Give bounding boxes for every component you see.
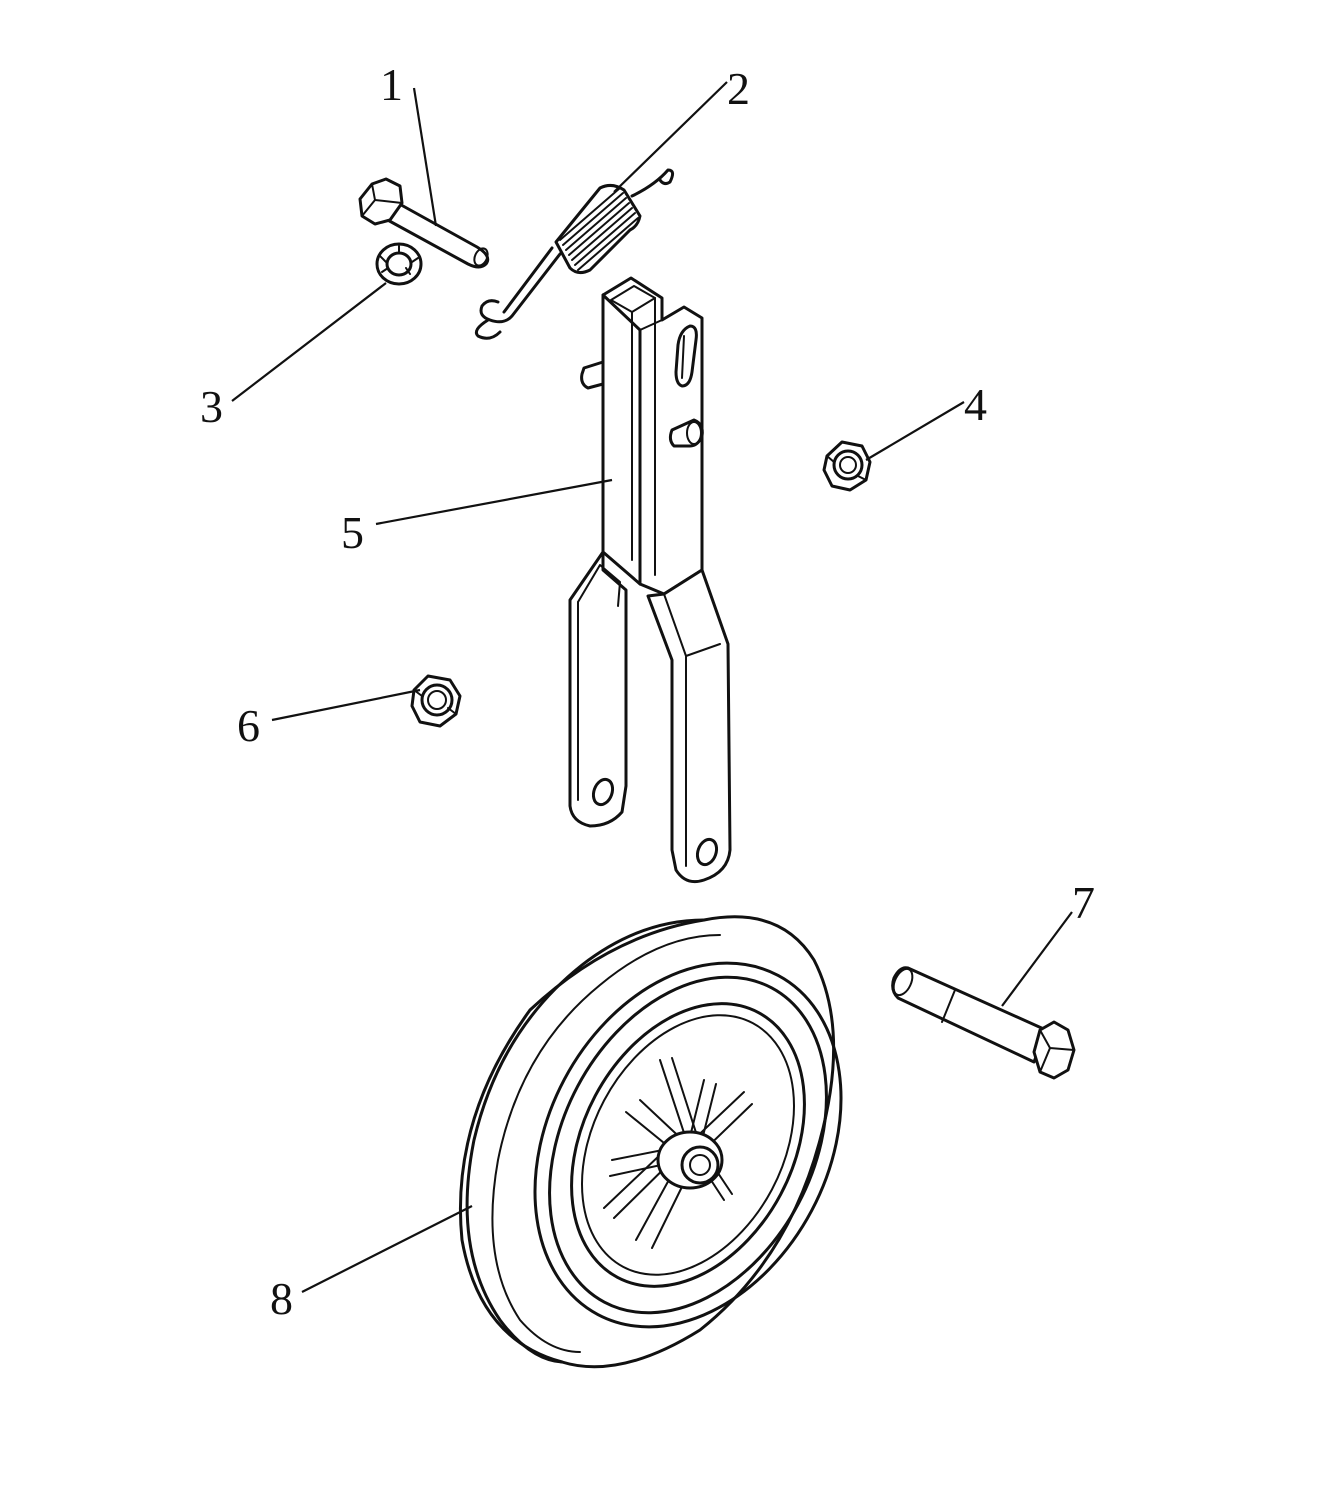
part-8-wheel xyxy=(458,915,843,1369)
callout-4: 4 xyxy=(964,379,987,430)
part-7-bolt xyxy=(891,966,1076,1080)
leader-7 xyxy=(1001,911,1073,1007)
leader-8 xyxy=(301,1205,473,1293)
callout-3: 3 xyxy=(200,381,223,432)
callout-7: 7 xyxy=(1072,877,1095,928)
part-5-fork-bracket xyxy=(568,276,732,884)
leader-lines xyxy=(231,81,1073,1293)
leader-3 xyxy=(231,282,387,402)
part-3-washer xyxy=(375,242,423,286)
leader-1 xyxy=(412,87,438,227)
callout-8: 8 xyxy=(270,1273,293,1324)
part-1-bolt xyxy=(358,177,490,269)
callout-2: 2 xyxy=(727,63,750,114)
callout-1: 1 xyxy=(380,59,403,110)
spring-coils xyxy=(554,183,642,275)
callout-6: 6 xyxy=(237,700,260,751)
leader-2 xyxy=(613,81,728,193)
callout-5: 5 xyxy=(341,507,364,558)
leader-4 xyxy=(865,401,965,461)
part-6-nut xyxy=(410,674,462,728)
leader-5 xyxy=(375,478,613,526)
part-4-nut xyxy=(822,440,872,492)
part-2-spring xyxy=(474,168,675,340)
callout-labels: 1 2 3 4 5 6 7 8 xyxy=(200,59,1095,1324)
leader-6 xyxy=(271,688,421,722)
